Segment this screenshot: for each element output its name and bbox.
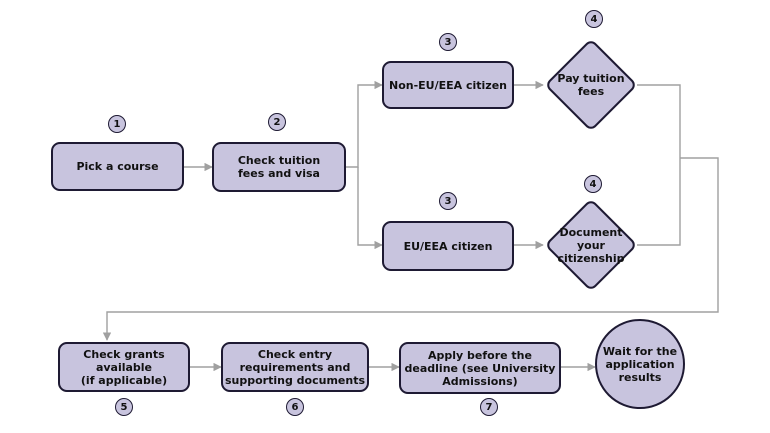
step-eu-citizen: EU/EEA citizen xyxy=(382,221,514,271)
connector-document-merge xyxy=(637,158,681,246)
connector-tuition-split xyxy=(346,80,383,168)
connector-tuition-split-eu xyxy=(357,167,383,250)
connector-pay-merge xyxy=(637,84,681,158)
step-badge-3-eu: 3 xyxy=(439,192,457,210)
step-wait-for-results: Wait for the application results xyxy=(595,319,685,409)
step-badge-2: 2 xyxy=(268,113,286,131)
step-pick-course: Pick a course xyxy=(51,142,184,191)
step-badge-7: 7 xyxy=(480,398,498,416)
step-badge-4-document: 4 xyxy=(584,175,602,193)
step-check-tuition: Check tuition fees and visa xyxy=(212,142,346,192)
step-document-citizenship: Document your citizenship xyxy=(543,197,639,293)
pay-fees-label: Pay tuition fees xyxy=(557,72,625,98)
step-pay-tuition-fees: Pay tuition fees xyxy=(543,37,639,133)
step-badge-3-non-eu: 3 xyxy=(439,33,457,51)
step-badge-6: 6 xyxy=(286,398,304,416)
step-badge-5: 5 xyxy=(115,398,133,416)
step-non-eu-citizen: Non-EU/EEA citizen xyxy=(382,61,514,109)
step-check-entry-requirements: Check entry requirements and supporting … xyxy=(221,342,369,392)
step-badge-4-pay: 4 xyxy=(585,10,603,28)
step-check-grants: Check grants available (if applicable) xyxy=(58,342,190,392)
step-badge-1: 1 xyxy=(108,115,126,133)
step-apply-before-deadline: Apply before the deadline (see Universit… xyxy=(399,342,561,394)
connector-merge-down xyxy=(102,157,719,341)
document-citizenship-label: Document your citizenship xyxy=(557,225,625,265)
